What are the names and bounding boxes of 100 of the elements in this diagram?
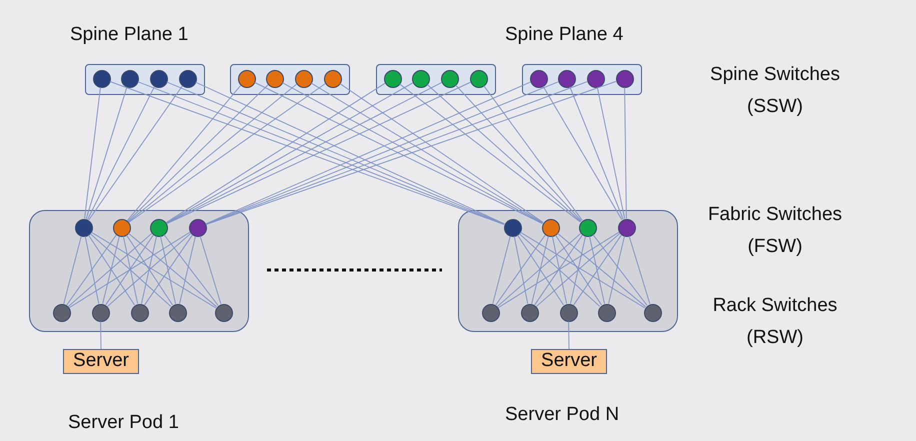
link-line bbox=[517, 234, 564, 306]
spine-switch-circle bbox=[530, 70, 548, 88]
link-line bbox=[568, 321, 570, 350]
link-line bbox=[573, 234, 622, 306]
link-line bbox=[555, 234, 602, 306]
link-line bbox=[624, 87, 627, 219]
link-line bbox=[164, 234, 218, 306]
link-line bbox=[179, 236, 196, 304]
link-line bbox=[141, 236, 157, 304]
group-title: Spine Plane 1 bbox=[70, 24, 188, 46]
link-line bbox=[63, 236, 82, 304]
link-line bbox=[569, 86, 624, 220]
link-line bbox=[536, 232, 620, 308]
link-line bbox=[520, 232, 646, 308]
spine-switch-circle bbox=[616, 70, 634, 88]
link-line bbox=[496, 232, 582, 308]
spine-plane-box bbox=[85, 64, 205, 95]
link-line bbox=[483, 85, 583, 221]
rack-switch-circle bbox=[168, 304, 186, 322]
link-line bbox=[426, 84, 582, 222]
spine-switch-circle bbox=[178, 70, 196, 88]
link-line bbox=[596, 86, 626, 220]
link-line bbox=[90, 233, 172, 307]
fabric-switch-circle bbox=[150, 218, 168, 236]
spine-switch-circle bbox=[558, 70, 576, 88]
spine-switch-circle bbox=[294, 70, 312, 88]
rack-switch-circle bbox=[214, 304, 232, 322]
spine-switch-circle bbox=[266, 70, 284, 88]
pod-title: Server Pod N bbox=[505, 404, 620, 426]
rack-switch-circle bbox=[644, 304, 662, 322]
spine-switch-circle bbox=[470, 70, 488, 88]
rack-switch-circle bbox=[598, 304, 616, 322]
spine-switch-circle bbox=[324, 70, 342, 88]
spine-switch-circle bbox=[586, 70, 604, 88]
link-line bbox=[399, 84, 581, 222]
pod-title: Server Pod 1 bbox=[68, 412, 179, 434]
link-line bbox=[144, 234, 193, 306]
spine-switch-circle bbox=[440, 70, 458, 88]
link-line bbox=[90, 232, 216, 308]
link-line bbox=[531, 236, 549, 304]
fabric-switch-circle bbox=[504, 218, 522, 236]
fabric-switch-circle bbox=[188, 218, 206, 236]
link-line bbox=[106, 232, 192, 308]
server-pod-box bbox=[458, 210, 678, 332]
rack-switch-circle bbox=[130, 304, 148, 322]
spine-switch-circle bbox=[150, 70, 168, 88]
link-line bbox=[455, 84, 582, 222]
link-line bbox=[589, 236, 605, 304]
fabric-switch-circle bbox=[542, 218, 560, 236]
link-line bbox=[542, 86, 622, 220]
link-line bbox=[102, 236, 120, 304]
spine-switch-circle bbox=[412, 70, 430, 88]
fabric-switch-circle bbox=[618, 218, 636, 236]
link-line bbox=[128, 84, 268, 222]
link-line bbox=[105, 234, 154, 306]
fabric-switch-circle bbox=[112, 218, 130, 236]
link-line bbox=[556, 232, 646, 308]
rack-switch-circle bbox=[482, 304, 500, 322]
fabric-switch-circle bbox=[578, 218, 596, 236]
spine-switch-circle bbox=[384, 70, 402, 88]
link-line bbox=[514, 236, 528, 304]
layer-label: Rack Switches (RSW) bbox=[712, 294, 838, 350]
link-line bbox=[128, 84, 297, 222]
server-pod-box bbox=[29, 210, 249, 332]
link-line bbox=[492, 236, 511, 304]
link-line bbox=[87, 86, 155, 220]
rack-switch-circle bbox=[52, 304, 70, 322]
spine-switch-circle bbox=[92, 70, 110, 88]
link-line bbox=[200, 236, 222, 304]
rack-switch-circle bbox=[560, 304, 578, 322]
group-title: Spine Plane 4 bbox=[505, 24, 624, 46]
link-line bbox=[84, 236, 100, 304]
link-line bbox=[495, 234, 546, 306]
link-line bbox=[68, 232, 190, 308]
rack-switch-circle bbox=[520, 304, 538, 322]
link-line bbox=[88, 85, 183, 221]
link-line bbox=[86, 86, 128, 220]
link-line bbox=[570, 236, 586, 304]
server-box: Server bbox=[531, 349, 607, 374]
spine-plane-box bbox=[522, 64, 642, 95]
link-line bbox=[128, 232, 218, 308]
rack-switch-circle bbox=[92, 304, 110, 322]
layer-label: Spine Switches (SSW) bbox=[709, 63, 841, 119]
link-line bbox=[518, 233, 600, 307]
spine-plane-box bbox=[230, 64, 350, 95]
link-line bbox=[498, 232, 620, 308]
link-line bbox=[608, 236, 625, 304]
link-line bbox=[552, 236, 568, 304]
link-line bbox=[126, 234, 173, 306]
layer-label: Fabric Switches (FSW) bbox=[706, 203, 844, 259]
link-line bbox=[592, 234, 648, 306]
server-box: Server bbox=[63, 349, 139, 374]
link-line bbox=[88, 234, 135, 306]
link-line bbox=[68, 232, 152, 308]
spine-switch-circle bbox=[238, 70, 256, 88]
link-line bbox=[100, 321, 102, 350]
spine-plane-box bbox=[376, 64, 496, 95]
link-line bbox=[160, 236, 176, 304]
link-line bbox=[122, 236, 138, 304]
link-line bbox=[534, 234, 583, 306]
